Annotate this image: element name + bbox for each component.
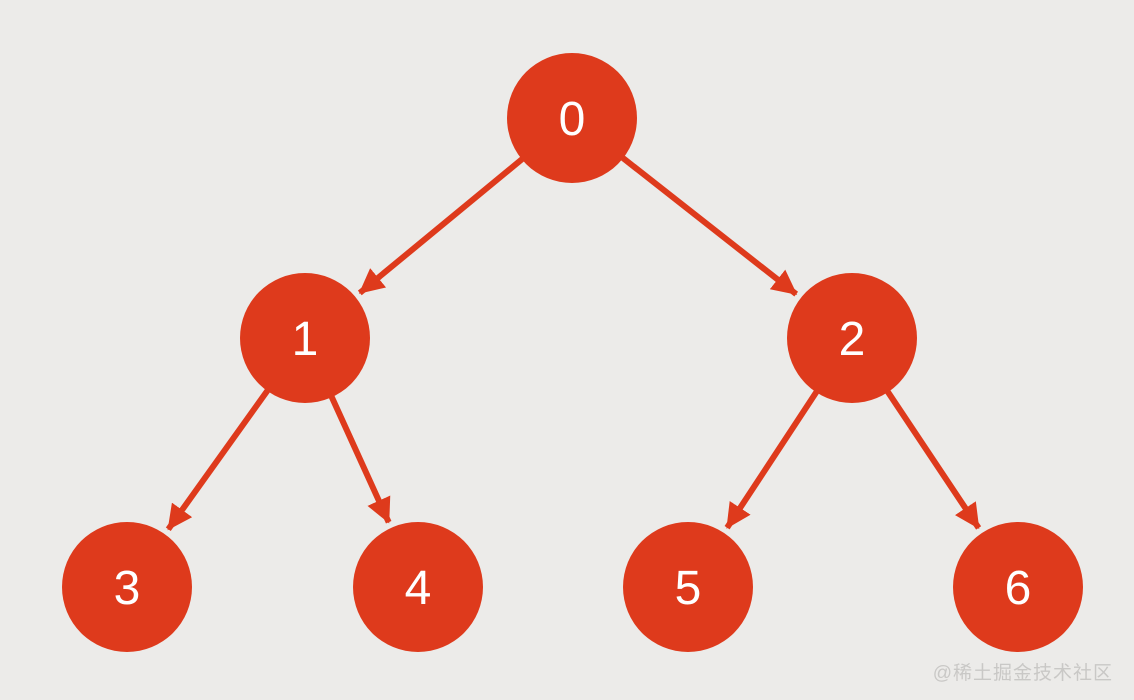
tree-node-4: 4 [353,522,483,652]
tree-node-0: 0 [507,53,637,183]
tree-node-6: 6 [953,522,1083,652]
tree-node-label: 4 [405,562,432,615]
tree-node-circle [953,522,1083,652]
tree-node-circle [62,522,192,652]
tree-edge-1-4 [328,395,392,524]
tree-node-1: 1 [240,273,370,403]
tree-edges [165,155,982,531]
tree-node-label: 6 [1005,562,1032,615]
tree-edge-2-5 [724,389,820,530]
tree-node-label: 2 [839,313,866,366]
tree-node-label: 1 [292,313,319,366]
tree-node-label: 0 [559,93,586,146]
tree-node-label: 3 [114,562,141,615]
tree-edge-0-1 [357,156,525,296]
tree-edge-1-3 [165,388,271,531]
tree-node-2: 2 [787,273,917,403]
tree-node-5: 5 [623,522,753,652]
tree-edge-2-6 [885,389,982,530]
tree-node-3: 3 [62,522,192,652]
tree-node-label: 5 [675,562,702,615]
tree-node-circle [353,522,483,652]
tree-node-circle [507,53,637,183]
tree-node-circle [240,273,370,403]
tree-node-circle [623,522,753,652]
watermark: @稀土掘金技术社区 [932,663,1113,684]
tree-edge-0-2 [620,155,799,297]
tree-node-circle [787,273,917,403]
tree-nodes: 0 1 2 3 4 5 6 [62,53,1083,652]
